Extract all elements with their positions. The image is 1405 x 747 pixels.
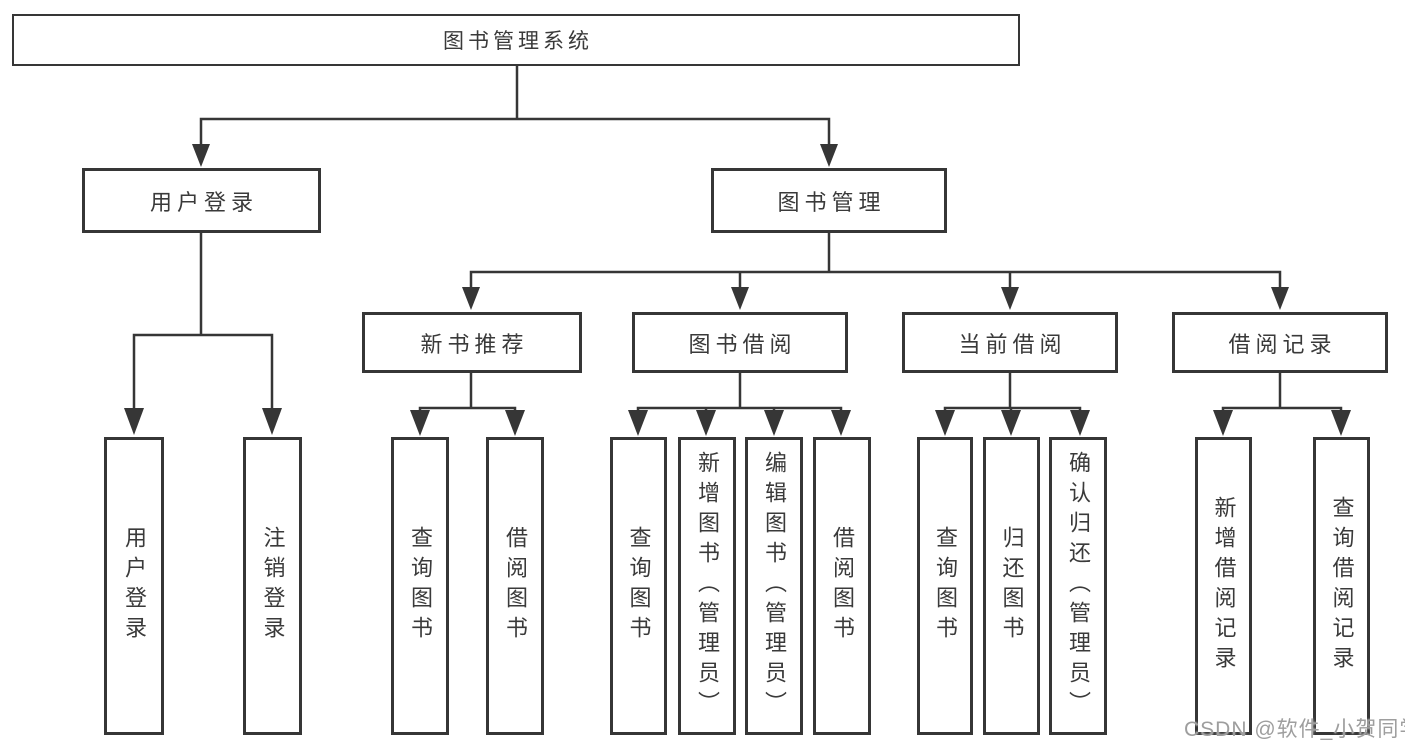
node-book-borrowing: 图书借阅 bbox=[632, 312, 848, 373]
leaf-return-book-label: 归还图书 bbox=[999, 526, 1025, 646]
connector-current-borrowing bbox=[935, 373, 1090, 436]
connector-user-login bbox=[124, 233, 282, 435]
leaf-query-books-borrowing: 查询图书 bbox=[610, 437, 667, 735]
leaf-query-borrow-record: 查询借阅记录 bbox=[1313, 437, 1370, 735]
node-current-borrowing: 当前借阅 bbox=[902, 312, 1118, 373]
leaf-edit-book-admin: 编辑图书（管理员） bbox=[745, 437, 803, 735]
connector-book-borrowing bbox=[628, 373, 851, 436]
connector-borrow-records bbox=[1213, 373, 1351, 436]
leaf-add-borrow-record: 新增借阅记录 bbox=[1195, 437, 1252, 735]
connector-root bbox=[192, 66, 838, 167]
node-borrow-records-label: 借阅记录 bbox=[1228, 331, 1337, 357]
leaf-return-book: 归还图书 bbox=[983, 437, 1040, 735]
leaf-user-login: 用户登录 bbox=[104, 437, 164, 735]
leaf-query-books-recommend-label: 查询图书 bbox=[408, 526, 433, 646]
leaf-query-books-borrowing-label: 查询图书 bbox=[626, 526, 652, 646]
watermark: CSDN @软件_小贺同学 bbox=[1184, 718, 1405, 741]
leaf-confirm-return-admin: 确认归还（管理员） bbox=[1049, 437, 1107, 735]
leaf-add-borrow-record-label: 新增借阅记录 bbox=[1211, 496, 1237, 676]
leaf-add-book-admin: 新增图书（管理员） bbox=[678, 437, 736, 735]
node-borrow-records: 借阅记录 bbox=[1172, 312, 1388, 373]
leaf-add-book-admin-label: 新增图书（管理员） bbox=[695, 451, 720, 721]
leaf-confirm-return-admin-label: 确认归还（管理员） bbox=[1066, 451, 1091, 721]
connector-new-book-recommend bbox=[410, 373, 525, 436]
connector-book-management bbox=[462, 233, 1289, 310]
node-new-book-recommend: 新书推荐 bbox=[362, 312, 582, 373]
leaf-borrow-books-recommend: 借阅图书 bbox=[486, 437, 544, 735]
leaf-logout-label: 注销登录 bbox=[260, 526, 286, 646]
leaf-query-books-current-label: 查询图书 bbox=[933, 526, 958, 646]
node-new-book-recommend-label: 新书推荐 bbox=[420, 331, 529, 357]
leaf-logout: 注销登录 bbox=[243, 437, 302, 735]
leaf-query-borrow-record-label: 查询借阅记录 bbox=[1329, 496, 1355, 676]
leaf-query-books-current: 查询图书 bbox=[917, 437, 973, 735]
node-user-login-label: 用户登录 bbox=[149, 189, 258, 215]
node-library-system: 图书管理系统 bbox=[12, 14, 1020, 66]
leaf-borrow-books-recommend-label: 借阅图书 bbox=[503, 526, 528, 646]
node-current-borrowing-label: 当前借阅 bbox=[958, 331, 1067, 357]
leaf-borrow-books-borrowing-label: 借阅图书 bbox=[830, 526, 855, 646]
node-book-management: 图书管理 bbox=[711, 168, 947, 233]
node-library-system-label: 图书管理系统 bbox=[443, 30, 593, 53]
node-book-management-label: 图书管理 bbox=[777, 189, 886, 215]
leaf-borrow-books-borrowing: 借阅图书 bbox=[813, 437, 871, 735]
leaf-query-books-recommend: 查询图书 bbox=[391, 437, 449, 735]
node-book-borrowing-label: 图书借阅 bbox=[688, 331, 797, 357]
leaf-user-login-label: 用户登录 bbox=[122, 526, 147, 646]
node-user-login: 用户登录 bbox=[82, 168, 321, 233]
leaf-edit-book-admin-label: 编辑图书（管理员） bbox=[762, 451, 787, 721]
